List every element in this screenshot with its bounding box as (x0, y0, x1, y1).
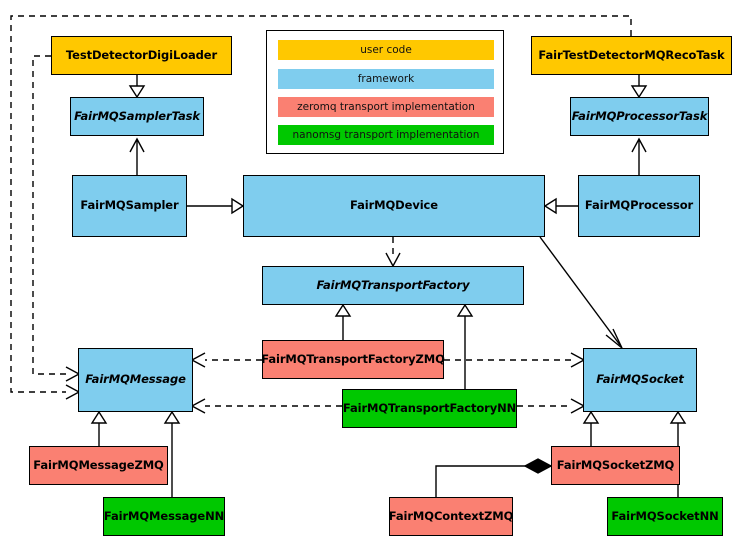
edge-inheritance-digiloader-samplertask (128, 75, 146, 99)
node-fairtestdetectormqrecotask[interactable]: FairTestDetectorMQRecoTask (531, 36, 732, 75)
node-fairmqsampler[interactable]: FairMQSampler (72, 175, 187, 237)
legend-label: framework (357, 73, 415, 85)
edge-inheritance-factorynn-factory (456, 303, 474, 389)
legend-item-user-code: user code (278, 40, 494, 60)
node-fairmqsocketnn[interactable]: FairMQSocketNN (607, 497, 723, 536)
legend-label: nanomsg transport implementation (292, 129, 480, 141)
legend-item-zeromq: zeromq transport implementation (278, 97, 494, 117)
node-label: FairMQDevice (350, 198, 438, 213)
node-fairmqtransportfactoryzmq[interactable]: FairMQTransportFactoryZMQ (261, 340, 445, 379)
node-fairmqdevice[interactable]: FairMQDevice (243, 175, 545, 237)
legend-label: zeromq transport implementation (297, 101, 475, 113)
edge-dependency-device-transportfactory (385, 237, 401, 268)
node-label: FairMQMessage (85, 372, 186, 387)
edge-inheritance-factoryzmq-factory (334, 303, 352, 340)
edge-inheritance-processor-device (543, 197, 578, 215)
node-label: FairMQTransportFactoryZMQ (261, 351, 445, 366)
node-fairmqcontextzmq[interactable]: FairMQContextZMQ (389, 497, 513, 536)
edge-inheritance-sampler-device (187, 197, 245, 215)
edge-inheritance-socketzmq-socket (582, 410, 600, 446)
legend-label: user code (360, 44, 412, 56)
legend-item-nanomsg: nanomsg transport implementation (278, 125, 494, 145)
node-fairmqtransportfactory[interactable]: FairMQTransportFactory (262, 266, 524, 305)
node-label: FairMQProcessor (584, 198, 694, 213)
edge-dependency-factoryzmq-message (190, 352, 262, 368)
node-fairmqsocket[interactable]: FairMQSocket (583, 348, 697, 412)
node-fairmqmessagezmq[interactable]: FairMQMessageZMQ (29, 446, 168, 485)
node-label: FairTestDetectorMQRecoTask (538, 47, 725, 62)
edge-association-sampler-samplertask (129, 137, 145, 175)
node-fairmqsamplertask[interactable]: FairMQSamplerTask (70, 97, 204, 136)
node-label: FairMQProcessorTask (571, 108, 708, 123)
edge-inheritance-recotask-processortask (630, 75, 648, 99)
node-label: FairMQMessageNN (103, 508, 225, 523)
node-fairmqsocketzmq[interactable]: FairMQSocketZMQ (551, 446, 680, 485)
node-fairmqprocessor[interactable]: FairMQProcessor (578, 175, 700, 237)
node-label: TestDetectorDigiLoader (65, 47, 218, 62)
edge-association-processor-processortask (631, 137, 647, 175)
node-label: FairMQMessageZMQ (33, 457, 164, 472)
node-fairmqmessage[interactable]: FairMQMessage (78, 348, 193, 412)
legend: user code framework zeromq transport imp… (266, 30, 504, 154)
node-fairmqprocessortask[interactable]: FairMQProcessorTask (570, 97, 709, 136)
node-fairmqtransportfactorynn[interactable]: FairMQTransportFactoryNN (342, 389, 517, 428)
node-label: FairMQSocketNN (611, 508, 719, 523)
legend-item-framework: framework (278, 69, 494, 89)
node-label: FairMQContextZMQ (388, 508, 514, 523)
edge-inheritance-messagezmq-message (90, 410, 108, 446)
node-fairmqmessagenn[interactable]: FairMQMessageNN (103, 497, 225, 536)
edge-association-device-socket (539, 236, 623, 349)
edge-dependency-factorynn-socket (517, 398, 586, 414)
node-testdetectordigiloader[interactable]: TestDetectorDigiLoader (51, 36, 232, 75)
edge-dependency-factorynn-message (190, 398, 342, 414)
node-label: FairMQSampler (80, 198, 179, 213)
node-label: FairMQTransportFactoryNN (342, 400, 517, 415)
node-label: FairMQSocket (596, 372, 684, 387)
node-label: FairMQSocketZMQ (556, 457, 675, 472)
edge-composition-contextzmq-socketzmq (435, 458, 553, 497)
node-label: FairMQSamplerTask (74, 108, 200, 123)
node-label: FairMQTransportFactory (316, 277, 470, 292)
edge-inheritance-messagenn-message (163, 410, 181, 497)
